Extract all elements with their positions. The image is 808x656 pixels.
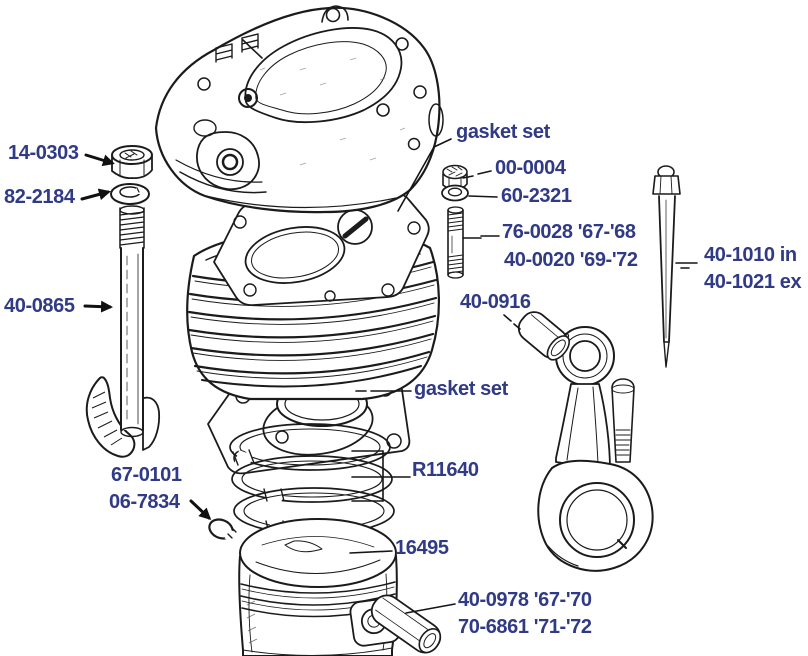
connecting-rod-drawing (537, 326, 654, 572)
label-gasket-set-base: gasket set (414, 378, 508, 400)
cap-nut-drawing (111, 145, 153, 180)
label-wrist-pin-71-72: 70-6861 '71-'72 (458, 616, 592, 638)
label-pushrod-in: 40-1010 in (704, 244, 797, 266)
pushrod-tube-assembly-drawing (85, 145, 161, 458)
big-end-bolt-drawing (611, 378, 635, 463)
label-gasket-set-head: gasket set (456, 121, 550, 143)
spring-washer-drawing (110, 183, 150, 205)
label-circlip-a: 67-0101 (111, 464, 182, 486)
small-end-bushing-drawing (517, 311, 571, 361)
label-circlip-b: 06-7834 (109, 491, 180, 513)
label-small-washer: 60-2321 (501, 185, 572, 207)
label-pushrod-ex: 40-1021 ex (704, 271, 802, 293)
cylinder-stud-drawing (447, 206, 464, 279)
label-small-nut: 00-0004 (495, 157, 566, 179)
label-pushrod-tube: 40-0865 (4, 295, 75, 317)
pushrod-tube-drawing (85, 205, 161, 458)
wrist-pin-drawing (370, 594, 442, 654)
leader-arrows (80, 153, 212, 521)
plain-washer-drawing (441, 184, 469, 202)
cylinder-head-drawing (154, 5, 444, 214)
label-head-washer: 82-2184 (4, 186, 75, 208)
piston-drawing (238, 518, 401, 656)
pushrod-drawing (652, 165, 681, 368)
label-piston: 16495 (395, 537, 449, 559)
leader-lines (349, 138, 698, 614)
label-wrist-pin-67-70: 40-0978 '67-'70 (458, 589, 592, 611)
label-stud-67-68: 76-0028 '67-'68 (502, 221, 636, 243)
circlip-drawing (208, 518, 240, 543)
label-piston-rings: R11640 (412, 459, 479, 481)
label-small-end-bush: 40-0916 (460, 291, 531, 313)
label-head-nut: 14-0303 (8, 142, 79, 164)
label-stud-69-72: 40-0020 '69-'72 (504, 249, 638, 271)
